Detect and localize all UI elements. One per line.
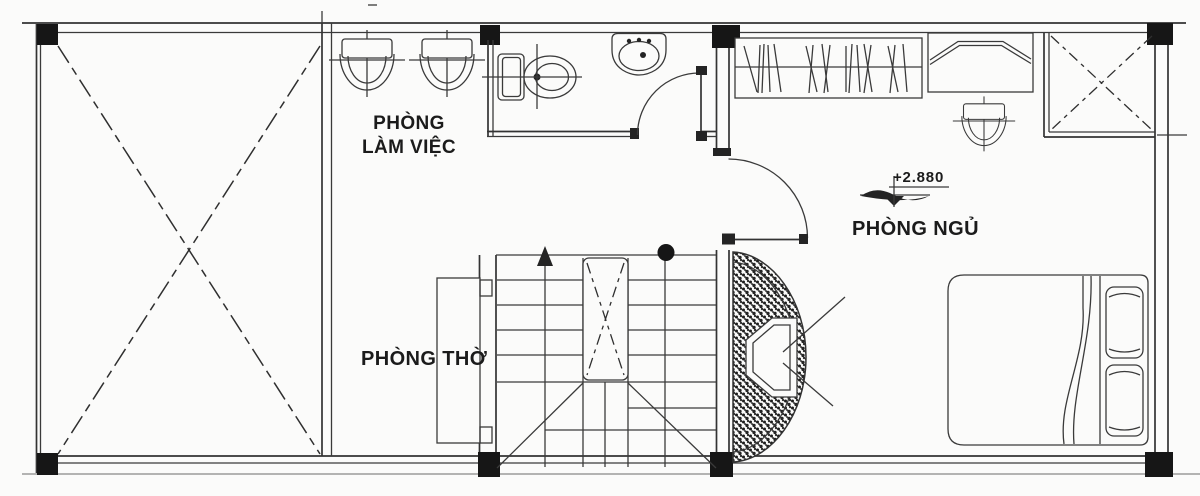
- toilet-icon: [482, 44, 582, 109]
- level-marker-icon: [860, 176, 949, 207]
- sink-icon: [611, 32, 667, 76]
- tv-cabinet-icon: [732, 251, 846, 463]
- work-room-label: PHÒNG LÀM VIỆC: [362, 113, 456, 158]
- void-cross-icon: [57, 45, 321, 455]
- bathroom-door-icon: [636, 66, 707, 141]
- desk-chair-icon: [952, 95, 1016, 152]
- handrail-post-icon: [657, 244, 675, 261]
- tv-icon: [745, 317, 798, 398]
- altar-cabinet: [436, 277, 493, 444]
- seat-icon: [328, 29, 406, 98]
- pillow-icon: [1105, 286, 1144, 437]
- bed-icon: [947, 274, 1149, 446]
- seat-icon: [408, 29, 486, 98]
- level-mark-label: +2.880: [893, 169, 945, 186]
- stair-up-arrow-icon: [537, 246, 553, 266]
- stair-newel-icon: [582, 257, 629, 381]
- bathroom: [482, 32, 716, 141]
- hanging-clothes-icon: [743, 43, 908, 94]
- staircase: [478, 244, 717, 469]
- bedroom-door-icon: [722, 158, 809, 245]
- walls: [22, 4, 1200, 475]
- columns: [37, 23, 1173, 477]
- desk-icon: [927, 32, 1034, 93]
- work-room-fixtures: [328, 29, 486, 98]
- worship-room-label: PHÒNG THỜ: [361, 348, 488, 370]
- skylight-cross-icon: [1043, 33, 1155, 138]
- wardrobe-icon: [734, 37, 923, 99]
- bedroom-label: PHÒNG NGỦ: [852, 218, 979, 240]
